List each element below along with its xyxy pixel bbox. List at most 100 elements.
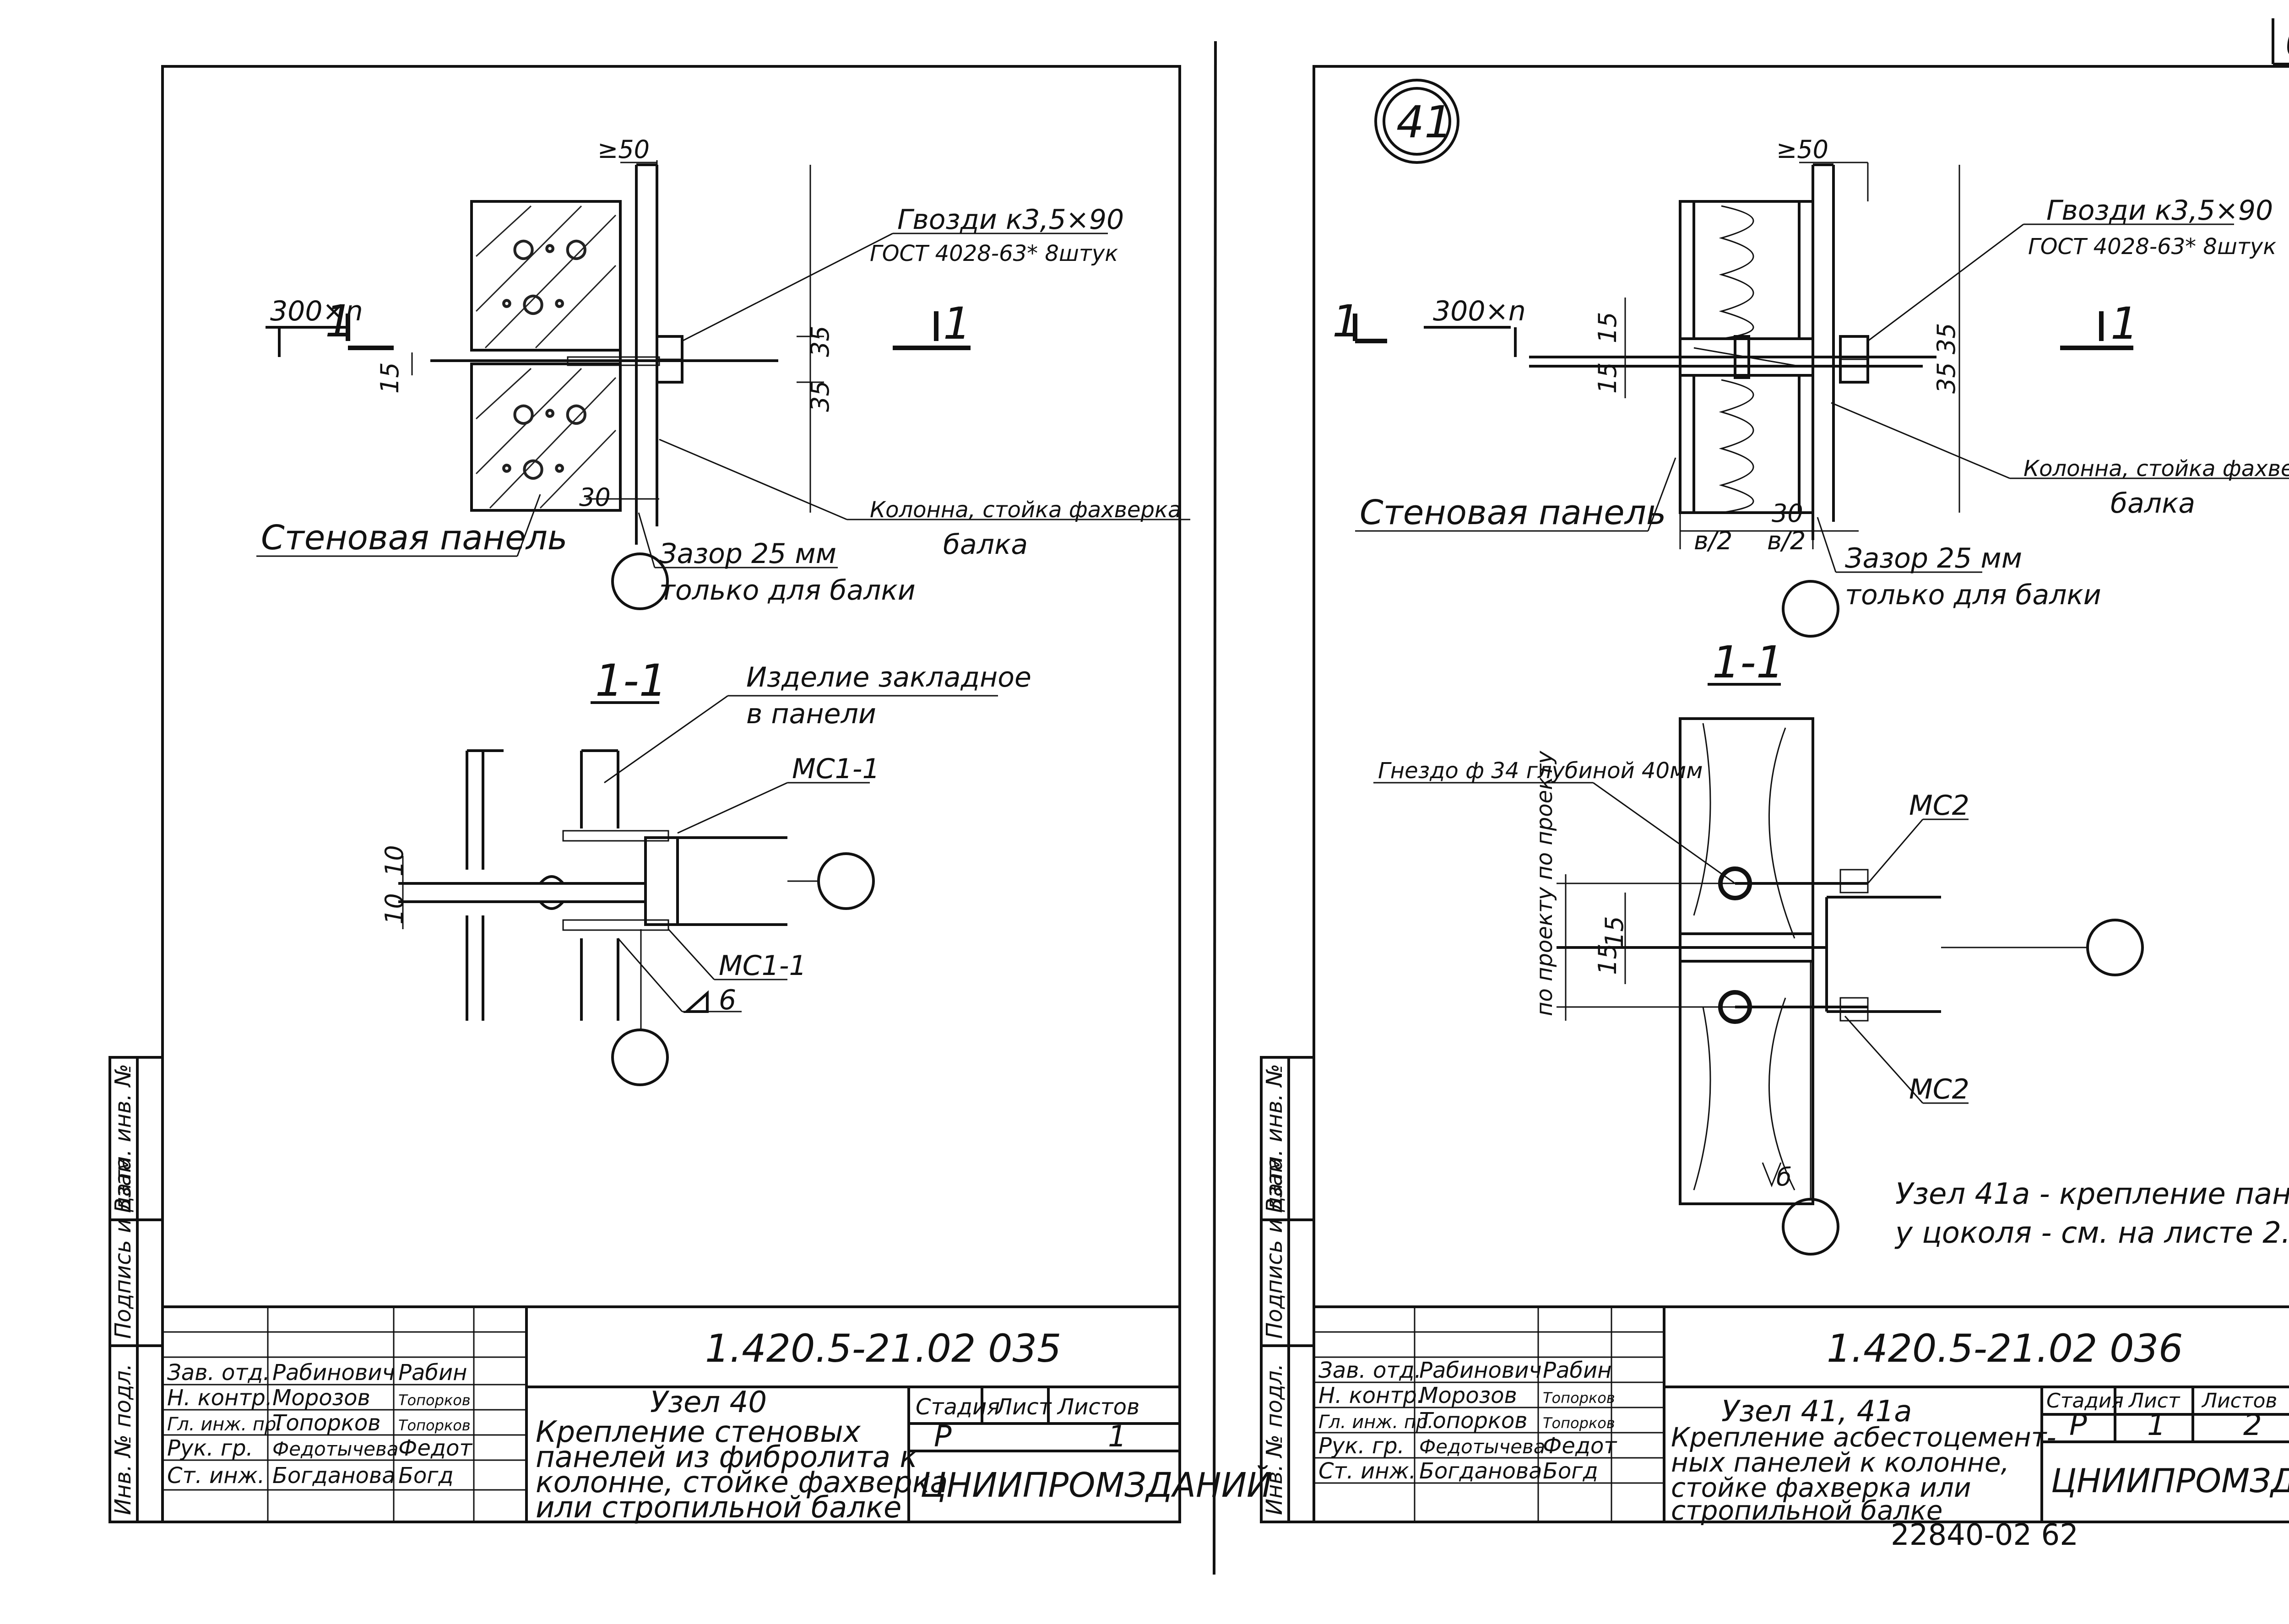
left-section-detail: 1-1 И <box>380 655 1031 1086</box>
svg-text:∘ ○ ∘: ∘ ○ ∘ <box>499 288 567 317</box>
wood-grain <box>1768 997 1795 1191</box>
wood-grain <box>1693 723 1711 916</box>
tb-sign-0: Рабин <box>398 1360 467 1386</box>
asbestos-panel-lower <box>1679 374 1814 514</box>
column-label: Колонна, стойка фахверка <box>870 497 1181 523</box>
tb-sign-4: Богд <box>398 1463 454 1489</box>
beam-label: балка <box>943 529 1028 561</box>
wood-panel-upper <box>1679 717 1814 963</box>
node-number: 41 <box>1396 97 1452 148</box>
dim-35-lower: 35 <box>806 380 835 412</box>
tb-sign-0: Рабин <box>1543 1358 1612 1383</box>
asbestos-panel-upper <box>1679 200 1814 340</box>
right-sheet: Инв. № подл. Подпись и дата Взам. инв. №… <box>1260 65 2289 1526</box>
mc-top-label: МС1-1 <box>792 753 880 785</box>
svg-text:○ ∘ ○: ○ ∘ ○ <box>513 398 587 427</box>
right-elevation-detail: ≥50 300×n 1 1 15 15 35 35 в/2 <box>1332 135 2289 638</box>
gap-note: только для балки <box>659 574 916 606</box>
stamp-signature-date: Подпись и дата <box>110 1157 136 1339</box>
right-sheet-frame <box>1313 65 2289 1523</box>
tb-sign-3: Федот <box>398 1435 473 1461</box>
stamp-vzam-inv: Взам. инв. № <box>1262 1064 1287 1213</box>
axis-marker-circle <box>1782 580 1839 638</box>
wood-grain <box>1693 1007 1711 1191</box>
tb-name-3: Федотычева <box>272 1438 399 1460</box>
dim-30: 30 <box>579 483 611 512</box>
right-title-block: Зав. отд. Рабинович Рабин Н. контр. Моро… <box>1313 1305 2289 1526</box>
tb-sign-2: Топорков <box>398 1417 471 1434</box>
tb-code: 1.420.5-21.02 035 <box>705 1326 1061 1371</box>
dim-15-lower: 15 <box>1593 362 1622 394</box>
dim-50: ≥50 <box>1776 135 1828 164</box>
tb-desc-1: Крепление стеновых <box>536 1415 861 1449</box>
dim-b2-right: в/2 <box>1767 526 1806 555</box>
per-project-label: по проекту по проекту <box>1532 751 1557 1016</box>
insulation <box>1719 205 1754 340</box>
page-divider <box>1213 41 1217 1575</box>
dim-15: 15 <box>375 362 404 394</box>
panel-hatch: ○ ∘ ○ ∘ ○ ∘ ○ ∘ ○ ∘ ○ ∘ <box>475 205 617 509</box>
tb-desc-3: колонне, стойке фахверка <box>536 1466 948 1499</box>
page-number-box: 61 <box>2272 16 2289 68</box>
nails-gost: ГОСТ 4028-63* 8штук <box>2028 234 2276 260</box>
tb-role-3: Рук. гр. <box>167 1435 253 1461</box>
nails-label: Гвозди к3,5×90 <box>897 204 1124 236</box>
dim-50: ≥50 <box>597 135 650 164</box>
tb-sheets: 1 <box>1108 1420 1127 1454</box>
left-sheet-frame <box>161 65 1181 1523</box>
tb-sheet: 1 <box>2147 1408 2166 1442</box>
tb-role-0: Зав. отд. <box>167 1360 270 1386</box>
dim-15-upper: 15 <box>1593 312 1622 343</box>
gap-label: Зазор 25 мм <box>1845 542 2022 574</box>
weld-symbol <box>1762 1162 1782 1188</box>
tb-desc-4: стропильной балке <box>1671 1495 1942 1526</box>
tb-node: Узел 40 <box>650 1386 767 1419</box>
tb-sheet-header: Лист <box>2128 1389 2181 1413</box>
gap-note: только для балки <box>1845 579 2101 611</box>
tb-stage: Р <box>2069 1408 2087 1442</box>
tb-sheets-header: Листов <box>2201 1389 2277 1413</box>
axis-marker-circle <box>817 852 875 910</box>
dim-30: 30 <box>1772 499 1803 528</box>
axis-marker-circle <box>2086 919 2144 976</box>
left-title-block: Зав. отд. Рабинович Рабин Н. контр. Моро… <box>161 1305 1272 1525</box>
tb-role-1: Н. контр. <box>167 1385 272 1411</box>
dim-10-upper: 10 <box>380 845 409 877</box>
tb-role-4: Ст. инж. <box>1318 1458 1416 1484</box>
tb-desc-3: стойке фахверка или <box>1671 1472 1971 1503</box>
tb-sign-1: Топорков <box>1543 1389 1615 1407</box>
spacing-label: 300×n <box>1433 295 1526 327</box>
tb-name-2: Топорков <box>1419 1408 1528 1434</box>
tb-sign-2: Топорков <box>1543 1414 1615 1432</box>
svg-text:○ ∘ ○: ○ ∘ ○ <box>513 233 587 262</box>
nails-gost: ГОСТ 4028-63* 8штук <box>870 241 1118 266</box>
tb-name-1: Морозов <box>1419 1383 1517 1408</box>
dim-15-lower: 15 <box>1593 943 1622 975</box>
section-mark-right: 1 <box>943 298 971 349</box>
tb-code: 1.420.5-21.02 036 <box>1827 1326 2183 1371</box>
wall-panel-label: Стеновая панель <box>1360 493 1666 532</box>
tb-sheets-header: Листов <box>1057 1394 1139 1420</box>
section-title: 1-1 <box>595 655 667 706</box>
tb-name-0: Рабинович <box>1419 1358 1542 1383</box>
beam-label: балка <box>2110 487 2195 520</box>
wood-grain <box>1768 727 1795 939</box>
tb-name-3: Федотычева <box>1419 1435 1546 1458</box>
wall-panel-label: Стеновая панель <box>261 518 568 558</box>
page-number: 61 <box>2284 16 2289 68</box>
tb-stage-header: Стадия <box>2046 1389 2124 1413</box>
tb-role-3: Рук. гр. <box>1318 1433 1405 1459</box>
dim-10-lower: 10 <box>380 893 409 925</box>
axis-marker-circle <box>611 1029 669 1086</box>
tb-role-1: Н. контр. <box>1318 1383 1424 1408</box>
stamp-inv-podl: Инв. № подл. <box>110 1364 136 1515</box>
dim-35-35: 35 35 <box>1932 323 1961 394</box>
column-label: Колонна, стойка фахверка <box>2023 456 2289 482</box>
mc-bottom-label: МС1-1 <box>719 950 807 982</box>
embedded-label-1: Изделие закладное <box>746 661 1031 693</box>
dim-35-upper: 35 <box>806 325 835 357</box>
dim-15-upper: 15 <box>1600 916 1629 947</box>
node-number-badge: 41 <box>1374 79 1459 164</box>
tb-org: ЦНИИПРОМЗДАНИЙ <box>920 1465 1272 1505</box>
